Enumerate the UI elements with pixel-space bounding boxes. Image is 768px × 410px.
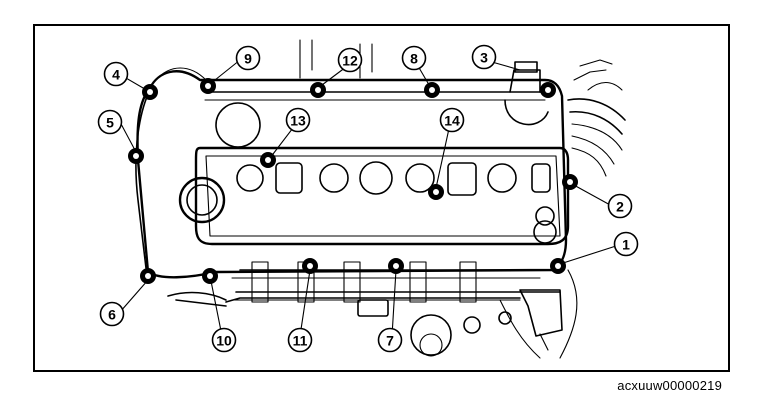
callout-number: 1 xyxy=(622,237,630,253)
bolt-3 xyxy=(540,82,556,98)
bolt-1 xyxy=(550,258,566,274)
callout-number: 6 xyxy=(108,307,116,323)
callout-number: 3 xyxy=(480,50,488,66)
callout-number: 8 xyxy=(410,51,418,67)
callout-number: 10 xyxy=(216,333,232,349)
figure-code: acxuuw00000219 xyxy=(617,378,722,393)
bolt-14 xyxy=(428,184,444,200)
diagram-frame xyxy=(33,24,730,372)
callout-number: 12 xyxy=(342,53,358,69)
bolt-2 xyxy=(562,174,578,190)
bolt-4 xyxy=(142,84,158,100)
callout-8: 8 xyxy=(401,45,427,71)
callout-number: 11 xyxy=(293,333,308,349)
bolt-7 xyxy=(388,258,404,274)
callout-10: 10 xyxy=(211,327,237,353)
callout-11: 11 xyxy=(287,327,313,353)
callout-number: 7 xyxy=(386,333,394,349)
bolt-12 xyxy=(310,82,326,98)
bolt-5 xyxy=(128,148,144,164)
callout-1: 1 xyxy=(613,231,639,257)
bolt-10 xyxy=(202,268,218,284)
bolt-11 xyxy=(302,258,318,274)
callout-12: 12 xyxy=(337,47,363,73)
callout-13: 13 xyxy=(285,107,311,133)
callout-4: 4 xyxy=(103,61,129,87)
callout-9: 9 xyxy=(235,45,261,71)
callout-number: 4 xyxy=(112,67,120,83)
callout-5: 5 xyxy=(97,109,123,135)
callout-number: 2 xyxy=(616,199,624,215)
callout-number: 5 xyxy=(106,115,114,131)
bolt-8 xyxy=(424,82,440,98)
callout-6: 6 xyxy=(99,301,125,327)
bolts-layer xyxy=(128,78,578,284)
bolt-13 xyxy=(260,152,276,168)
bolt-6 xyxy=(140,268,156,284)
callout-7: 7 xyxy=(377,327,403,353)
callout-2: 2 xyxy=(607,193,633,219)
callout-number: 9 xyxy=(244,51,252,67)
callout-3: 3 xyxy=(471,44,497,70)
callout-number: 14 xyxy=(444,113,460,129)
callout-number: 13 xyxy=(290,113,306,129)
leader-lines xyxy=(119,59,617,337)
callout-14: 14 xyxy=(439,107,465,133)
bolt-9 xyxy=(200,78,216,94)
